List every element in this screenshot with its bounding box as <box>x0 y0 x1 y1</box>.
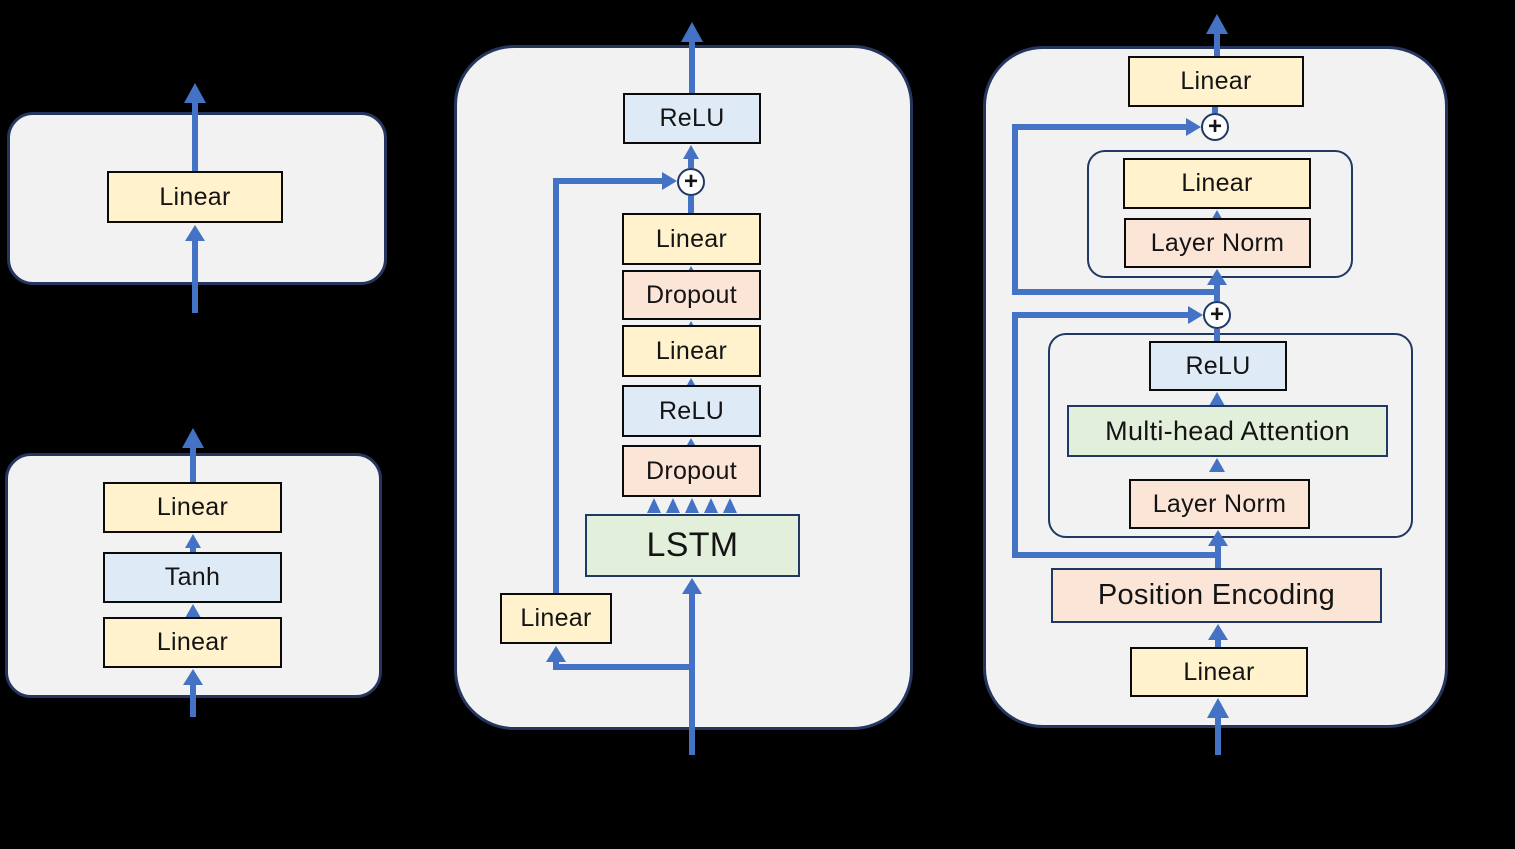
arrow-a-in-shaft <box>192 239 198 313</box>
node-d-linear-bottom-label: Linear <box>1183 657 1255 686</box>
node-d-layer-norm-1: Layer Norm <box>1124 218 1311 268</box>
node-b-tanh-label: Tanh <box>164 563 221 591</box>
arrow-c-lstm1-icon <box>647 498 661 513</box>
skip-c-vline <box>553 178 559 593</box>
node-a-linear: Linear <box>107 171 283 223</box>
node-c-linear-1-label: Linear <box>655 224 728 253</box>
node-d-linear-inner-label: Linear <box>1181 169 1253 197</box>
arrow-c-out-icon <box>681 22 703 42</box>
skip-d2-bottom-hline <box>1012 552 1221 558</box>
node-c-lstm: LSTM <box>585 514 800 577</box>
arrow-b-out-icon <box>182 428 204 448</box>
node-d-mha-label: Multi-head Attention <box>1105 415 1350 446</box>
arrow-d-linear-pe-icon <box>1208 624 1228 640</box>
arrow-c-lstm3-icon <box>685 498 699 513</box>
node-c-linear-1: Linear <box>622 213 761 265</box>
add-icon: + <box>1201 113 1229 141</box>
arrow-b-gap1-icon <box>185 534 201 548</box>
node-c-relu-2: ReLU <box>622 385 761 437</box>
arrow-c-linear-plus-shaft <box>688 196 694 213</box>
node-d-relu-label: ReLU <box>1185 351 1251 380</box>
node-c-dropout-2: Dropout <box>622 445 761 497</box>
node-d-linear-top: Linear <box>1128 56 1304 107</box>
arrow-b-gap1-shaft <box>190 546 196 552</box>
skip-d1-hline <box>1012 124 1188 130</box>
node-d-layer-norm-2: Layer Norm <box>1129 479 1310 529</box>
node-d-layer-norm-1-label: Layer Norm <box>1150 228 1285 257</box>
arrow-d-plus2-ln1-icon <box>1207 269 1227 285</box>
node-c-relu-top-label: ReLU <box>659 104 725 132</box>
skip-d1-vline <box>1012 124 1018 295</box>
node-d-mha: Multi-head Attention <box>1067 405 1388 457</box>
node-d-linear-bottom: Linear <box>1130 647 1308 697</box>
node-c-dropout-1: Dropout <box>622 270 761 320</box>
node-d-layer-norm-2-label: Layer Norm <box>1152 489 1287 518</box>
arrow-c-in-icon <box>682 578 702 594</box>
skip-d2-hline <box>1012 312 1189 318</box>
node-d-position-encoding: Position Encoding <box>1051 568 1382 623</box>
skip-d2-head-icon <box>1188 306 1203 324</box>
node-c-relu-2-label: ReLU <box>658 396 725 425</box>
skip-c-head-icon <box>662 172 677 190</box>
arrow-d-linear-pe-shaft <box>1215 639 1221 647</box>
arrow-b-gap2-icon <box>185 604 201 618</box>
arrow-c-lstm4-icon <box>704 498 718 513</box>
node-c-dropout-2-label: Dropout <box>645 456 738 485</box>
arrow-c-branch-shaft <box>553 659 559 666</box>
arrow-b-in-shaft <box>190 683 196 717</box>
node-d-relu: ReLU <box>1149 341 1287 391</box>
node-d-linear-top-label: Linear <box>1180 67 1252 95</box>
node-c-linear-side-label: Linear <box>520 604 592 632</box>
arrow-d-pe-ln2-shaft <box>1215 546 1221 568</box>
arrow-d-in-shaft <box>1215 712 1221 755</box>
arrow-c-branch-hline <box>553 664 695 670</box>
node-d-position-encoding-label: Position Encoding <box>1097 579 1336 611</box>
arrow-d-out-shaft <box>1214 32 1220 56</box>
arrow-d-plus2-ln1-shaft <box>1214 284 1220 301</box>
node-c-relu-top: ReLU <box>623 93 761 144</box>
arrow-a-out-shaft <box>192 101 198 171</box>
arrow-d-plus1-linear-shaft <box>1212 107 1218 113</box>
skip-d1-head-icon <box>1186 118 1201 136</box>
arrow-c-branch-icon <box>546 646 566 662</box>
node-c-dropout-1-label: Dropout <box>645 280 738 309</box>
arrow-d-out-icon <box>1206 14 1228 34</box>
add-icon: + <box>1203 301 1231 329</box>
arrow-c-lstm2-icon <box>666 498 680 513</box>
arrow-a-in-icon <box>185 225 205 241</box>
skip-c-hline <box>553 178 663 184</box>
node-b-linear-top: Linear <box>103 482 282 533</box>
arrow-b-out-shaft <box>190 446 196 482</box>
node-c-lstm-label: LSTM <box>646 526 739 564</box>
arrow-d-relu-plus2-shaft <box>1214 329 1220 341</box>
arrow-c-lstm5-icon <box>723 498 737 513</box>
arrow-d-in-icon <box>1207 698 1229 718</box>
node-c-linear-2-label: Linear <box>655 336 728 365</box>
add-icon: + <box>677 168 705 196</box>
node-b-linear-bottom: Linear <box>103 617 282 668</box>
arrow-b-in-icon <box>183 669 203 685</box>
subgroup-attention <box>1048 333 1413 538</box>
arrow-d-pe-ln2-icon <box>1208 530 1228 546</box>
arrow-a-out-icon <box>184 83 206 103</box>
node-c-linear-side: Linear <box>500 593 612 644</box>
node-b-linear-top-label: Linear <box>156 493 229 521</box>
node-d-linear-inner: Linear <box>1123 158 1311 209</box>
node-b-linear-bottom-label: Linear <box>156 628 229 656</box>
arrow-c-plus-relu-shaft <box>688 157 694 168</box>
arrow-c-out-shaft <box>689 40 695 93</box>
arrow-d-ln2-mha-icon <box>1209 458 1225 472</box>
node-b-tanh: Tanh <box>103 552 282 603</box>
node-c-linear-2: Linear <box>622 325 761 377</box>
arrow-d-mha-relu-icon <box>1209 392 1225 406</box>
arrow-c-in-shaft <box>689 590 695 755</box>
node-a-linear-label: Linear <box>159 182 231 211</box>
skip-d1-junction-hline <box>1012 289 1220 295</box>
arrow-c-plus-relu-icon <box>683 145 699 159</box>
skip-d2-vline <box>1012 312 1018 558</box>
